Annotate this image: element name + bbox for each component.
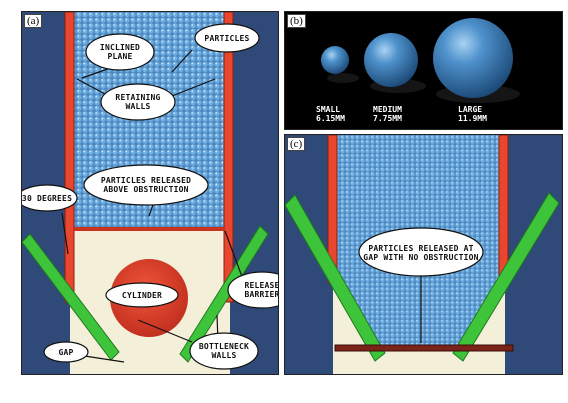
panel-c-setup-no-obstruction: PARTICLES RELEASED AT GAP WITH NO OBSTRU… [284,134,563,375]
panel-c-illustration: PARTICLES RELEASED AT GAP WITH NO OBSTRU… [285,135,560,374]
callout-bottleneck-walls-line2: WALLS [211,351,236,360]
callout-retaining-walls-line2: WALLS [125,102,150,111]
sphere-medium-size: 7.75MM [373,114,402,123]
sphere-medium [364,33,418,87]
callout-bottleneck-walls-line1: BOTTLENECK [199,342,249,351]
callout-released-gap-line2: GAP WITH NO OBSTRUCTION [363,253,478,262]
panel-a-setup-with-obstruction: INCLINED PLANE PARTICLES RETAINING WALLS… [21,11,279,375]
callout-gap: GAP [58,348,73,357]
sphere-small-caption: SMALL 6.15MM [316,105,345,123]
callout-release-barrier-line2: BARRIER [244,290,278,299]
bottleneck-wall-left [22,233,120,361]
callout-released-above-line1: PARTICLES RELEASED [101,176,191,185]
callout-cylinder: CYLINDER [122,291,162,300]
panel-b-particle-sizes: SMALL 6.15MM MEDIUM 7.75MM LARGE 11.9MM … [284,11,563,130]
retaining-wall-right [223,12,234,303]
release-barrier [74,227,224,231]
callout-released-gap-line1: PARTICLES RELEASED AT [368,244,473,253]
bottleneck-wall-left [285,194,386,362]
sphere-medium-caption: MEDIUM 7.75MM [373,105,402,123]
callout-retaining-walls-line1: RETAINING [115,93,160,102]
bottleneck-wall-right [179,225,269,363]
sphere-large-caption: LARGE 11.9MM [458,105,487,123]
callout-inclined-plane-line1: INCLINED [100,43,140,52]
sphere-small-size: 6.15MM [316,114,345,123]
panel-c-label: (c) [287,137,306,151]
sphere-medium-name: MEDIUM [373,105,402,114]
sphere-small [321,46,349,74]
callout-inclined-plane-line2: PLANE [107,52,132,61]
panel-b-label: (b) [287,14,306,28]
sphere-large-size: 11.9MM [458,114,487,123]
panel-b-spheres [321,18,520,103]
bottleneck-wall-right [452,192,560,362]
callout-thirty-degrees: 30 DEGREES [22,194,72,203]
callout-release-barrier-line1: RELEASE [244,281,278,290]
sphere-small-name: SMALL [316,105,341,114]
panel-a-illustration: INCLINED PLANE PARTICLES RETAINING WALLS… [22,12,278,374]
retaining-wall-left [64,12,75,303]
sphere-large [433,18,513,98]
callout-released-above-line2: ABOVE OBSTRUCTION [103,185,188,194]
panel-a-label: (a) [24,14,43,28]
retaining-wall-right [498,135,509,284]
sphere-large-name: LARGE [458,105,483,114]
release-barrier [334,344,514,352]
callout-particles: PARTICLES [204,34,249,43]
